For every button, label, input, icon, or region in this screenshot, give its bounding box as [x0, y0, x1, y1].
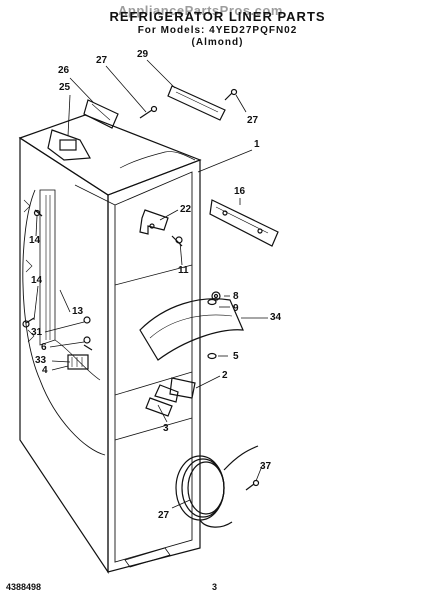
callout-33: 33	[35, 355, 47, 366]
callout-8: 8	[233, 291, 239, 302]
callout-27-top: 27	[96, 55, 108, 66]
part-34-duct	[139, 298, 244, 361]
callout-34: 34	[270, 312, 282, 323]
part-24-25-bracket	[47, 99, 119, 161]
part-27-screw	[139, 88, 238, 119]
doc-number: 4388498	[6, 582, 42, 592]
callout-5: 5	[233, 351, 239, 362]
callout-3: 3	[163, 423, 169, 434]
callout-24: 25	[59, 82, 71, 93]
part-2-3-bracket	[145, 377, 196, 417]
callout-2: 2	[222, 370, 228, 381]
part-left-small	[22, 209, 93, 370]
color-line: (Almond)	[191, 37, 244, 48]
callout-4: 4	[42, 365, 48, 376]
models-line: For Models: 4YED27PQFN02	[137, 25, 298, 36]
callout-13: 13	[72, 306, 84, 317]
part-8-9-grommet	[207, 291, 221, 306]
part-31-tube	[175, 445, 260, 528]
callout-27-right: 27	[247, 115, 259, 126]
part-16-rail	[209, 199, 279, 247]
part-26-rail	[167, 85, 226, 121]
callout-26: 29	[137, 49, 149, 60]
callout-14-lower: 14	[31, 275, 43, 286]
leader-lines	[33, 59, 268, 509]
part-22-bracket	[139, 209, 183, 247]
callout-6: 6	[41, 342, 47, 353]
liner-cabinet	[18, 114, 202, 574]
callout-16: 16	[234, 186, 246, 197]
callout-31: 27	[158, 510, 170, 521]
callout-37: 37	[260, 461, 272, 472]
page-number: 3	[212, 582, 218, 592]
page-title: REFRIGERATOR LINER PARTS	[109, 9, 326, 24]
callout-9: 9	[233, 303, 239, 314]
callout-1: 1	[254, 139, 260, 150]
callout-14-upper: 14	[29, 235, 41, 246]
callout-11: 11	[178, 265, 189, 276]
callout-25: 26	[58, 65, 70, 76]
callout-29: 31	[31, 327, 43, 338]
watermark-text: AppliancePartsPros.com	[118, 3, 283, 18]
callout-22: 22	[180, 204, 192, 215]
